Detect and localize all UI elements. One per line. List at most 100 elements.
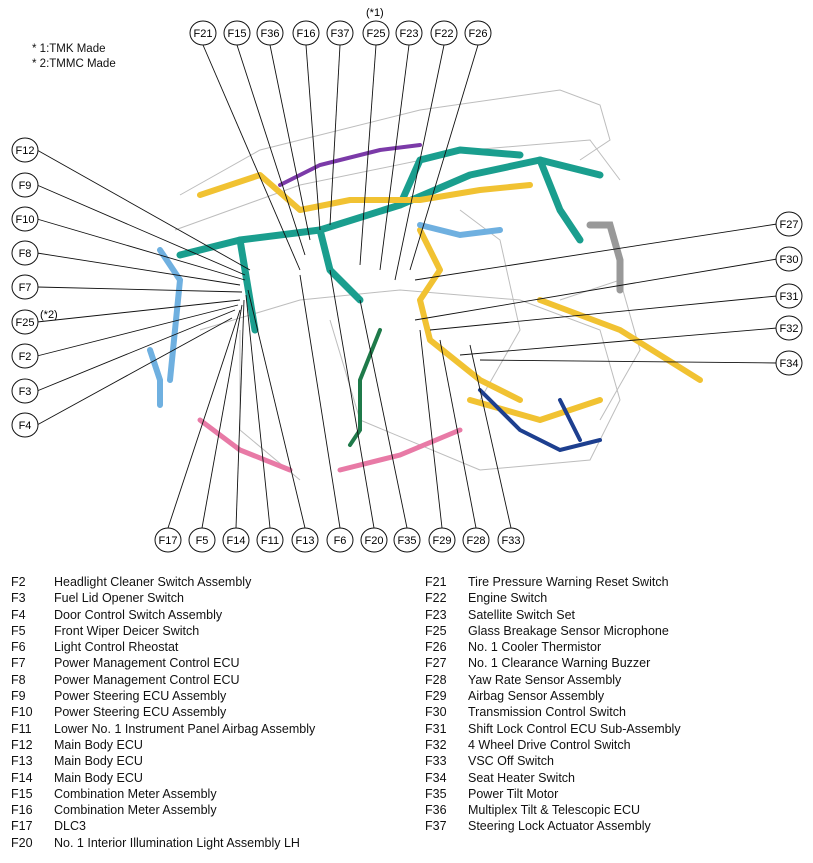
callout-f5: F5 <box>188 527 216 553</box>
callout-f14: F14 <box>222 527 250 553</box>
legend-label: Seat Heater Switch <box>468 770 575 785</box>
harness-green <box>348 328 382 447</box>
leader-line <box>36 218 246 281</box>
legend-label: Combination Meter Assembly <box>54 803 217 818</box>
harness-gray <box>586 221 624 294</box>
legend-label: Airbag Sensor Assembly <box>468 689 605 704</box>
legend-code: F6 <box>11 640 26 655</box>
leader-line <box>36 286 243 293</box>
callout-f21: F21 <box>189 20 217 46</box>
leader-line <box>36 252 241 286</box>
leader-line <box>167 309 241 529</box>
legend-code: F11 <box>11 721 32 736</box>
leader-line <box>414 258 778 321</box>
leader-line <box>236 44 306 256</box>
callout-label: F32 <box>780 323 799 335</box>
leader-line <box>429 295 778 331</box>
legend-label: Lower No. 1 Instrument Panel Airbag Asse… <box>54 721 316 736</box>
leader-line <box>469 344 512 529</box>
legend-label: Glass Breakage Sensor Microphone <box>468 623 669 638</box>
callout-label: F28 <box>467 535 486 547</box>
callout-label: F13 <box>296 535 315 547</box>
legend-label: Power Management Control ECU <box>54 672 240 687</box>
legend-code: F31 <box>425 721 447 736</box>
legend-label: No. 1 Cooler Thermistor <box>468 640 602 655</box>
note-tmmc: * 2:TMMC Made <box>32 58 116 70</box>
leader-line <box>305 44 321 231</box>
callout-f22: F22 <box>430 20 458 46</box>
legend-label: Fuel Lid Opener Switch <box>54 591 184 606</box>
harness-yellow <box>197 172 703 423</box>
leader-line <box>329 269 375 529</box>
legend-code: F32 <box>425 737 447 752</box>
callout-label: F12 <box>16 145 35 157</box>
legend-code: F17 <box>11 819 33 834</box>
callout-f27: F27 <box>775 211 803 237</box>
callout-label: F29 <box>433 535 452 547</box>
legend-label: Door Control Switch Assembly <box>54 607 223 622</box>
callout-f6: F6 <box>326 527 354 553</box>
leader-line <box>414 223 778 281</box>
callout-f36: F36 <box>256 20 284 46</box>
leader-line <box>329 44 341 226</box>
leader-lines <box>36 44 778 529</box>
callout-label: F2 <box>19 351 32 363</box>
callout-f16: F16 <box>292 20 320 46</box>
legend-code: F15 <box>11 786 33 801</box>
legend-label: No. 1 Clearance Warning Buzzer <box>468 656 651 671</box>
callout-f12: F12 <box>11 137 39 163</box>
callout-label: F9 <box>19 180 32 192</box>
callout-label: F8 <box>19 248 32 260</box>
callout-note: (*1) <box>366 7 384 19</box>
legend-code: F4 <box>11 607 26 622</box>
leader-line <box>245 294 271 529</box>
callout-f2: F2 <box>11 343 39 369</box>
leader-line <box>439 339 477 529</box>
callout-label: F30 <box>780 254 799 266</box>
callout-label: F21 <box>194 28 213 40</box>
callout-f23: F23 <box>395 20 423 46</box>
legend-label: Steering Lock Actuator Assembly <box>468 819 651 834</box>
leader-line <box>36 309 236 392</box>
callout-label: F22 <box>435 28 454 40</box>
leader-line <box>379 44 410 271</box>
legend-code: F9 <box>11 689 26 704</box>
callout-f34: F34 <box>775 350 803 376</box>
callout-label: F33 <box>502 535 521 547</box>
legend-code: F7 <box>11 656 26 671</box>
legend-code: F20 <box>11 835 33 850</box>
callout-label: F20 <box>365 535 384 547</box>
legend-code: F27 <box>425 656 447 671</box>
legend-label: Combination Meter Assembly <box>54 786 217 801</box>
callout-label: F7 <box>19 282 32 294</box>
leader-line <box>479 359 778 364</box>
callout-f13: F13 <box>291 527 319 553</box>
legend-code: F10 <box>11 705 33 720</box>
leader-line <box>269 44 311 241</box>
callout-f20: F20 <box>360 527 388 553</box>
legend-code: F36 <box>425 803 447 818</box>
callout-label: F34 <box>780 358 799 370</box>
note-tmk: * 1:TMK Made <box>32 43 106 55</box>
callout-f31: F31 <box>775 283 803 309</box>
callout-label: F15 <box>228 28 247 40</box>
leader-line <box>36 149 251 271</box>
manufacturer-notes: * 1:TMK Made * 2:TMMC Made <box>32 42 116 72</box>
callout-label: F36 <box>261 28 280 40</box>
dashboard-outline <box>174 89 641 481</box>
legend-code: F2 <box>11 575 26 589</box>
leader-line <box>299 274 341 529</box>
callout-label: F23 <box>400 28 419 40</box>
legend-code: F33 <box>425 754 447 769</box>
